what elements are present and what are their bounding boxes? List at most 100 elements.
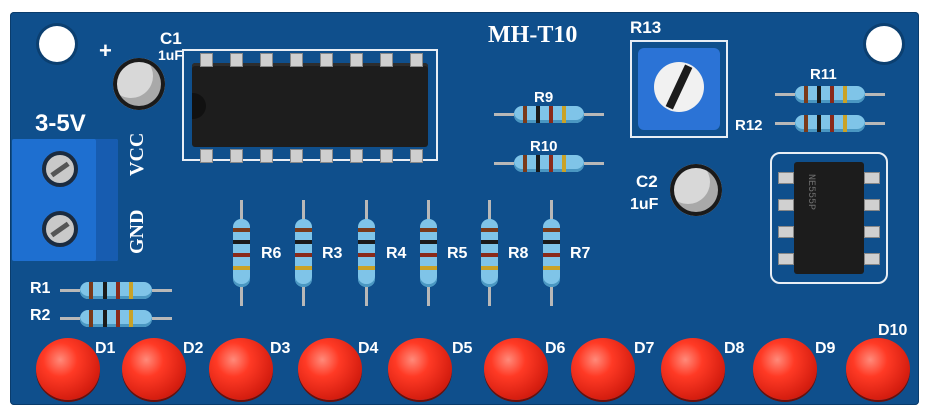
- resistor-band: [358, 265, 375, 270]
- led-6: [484, 338, 548, 400]
- resistor-body: [513, 155, 585, 172]
- resistor-band: [233, 265, 250, 270]
- ic1-pin: [350, 53, 363, 67]
- r6-label: R6: [261, 245, 282, 262]
- resistor-band: [549, 155, 553, 172]
- resistor-band: [543, 265, 560, 270]
- c1-value-label: 1uF: [158, 47, 183, 63]
- resistor-band: [102, 282, 107, 299]
- power-screw-terminal: [12, 139, 118, 261]
- led-5: [388, 338, 452, 400]
- led-8: [661, 338, 725, 400]
- mounting-hole-top-right: [866, 26, 902, 62]
- resistor-band: [233, 240, 250, 245]
- r11-label: R11: [810, 66, 837, 83]
- resistor-body: [513, 106, 585, 123]
- resistor-band: [843, 115, 848, 132]
- ic1-pin: [260, 149, 273, 163]
- ic2-pin: [778, 253, 794, 265]
- led-1: [36, 338, 100, 400]
- resistor-band: [816, 86, 821, 103]
- resistor-band: [420, 265, 437, 270]
- led-3: [209, 338, 273, 400]
- resistor-body: [80, 282, 152, 299]
- ic1-pin: [320, 53, 333, 67]
- led-label: D2: [183, 340, 204, 357]
- gnd-label: GND: [126, 209, 148, 254]
- ic2-pin: [778, 226, 794, 238]
- resistor-band: [420, 227, 437, 232]
- led-label: D6: [545, 340, 566, 357]
- led-4: [298, 338, 362, 400]
- ic2-body: [794, 162, 864, 274]
- c1-plus-label: +: [99, 38, 112, 63]
- ic1-pin: [380, 53, 393, 67]
- resistor-band: [358, 227, 375, 232]
- resistor-band: [543, 240, 560, 245]
- led-label: D10: [878, 322, 908, 339]
- c2-label: C2: [636, 172, 658, 191]
- resistor-band: [562, 106, 567, 123]
- resistor-band: [116, 310, 120, 327]
- resistor-band: [233, 227, 250, 232]
- ic2-pin: [864, 226, 880, 238]
- board-model-label: MH-T10: [488, 22, 578, 48]
- gnd-screw: [42, 211, 78, 247]
- resistor-band: [295, 253, 312, 257]
- resistor-band: [129, 282, 134, 299]
- resistor-band: [803, 86, 808, 103]
- ic1-pin: [410, 53, 423, 67]
- c2-value-label: 1uF: [630, 196, 659, 213]
- ic2-marking: NE555P: [805, 174, 816, 211]
- mounting-hole-top-left: [39, 26, 75, 62]
- ic2-silk-outline: [770, 152, 888, 284]
- ic1-silk-outline: [182, 49, 438, 161]
- ic2-8pin-timer-chip: NE555P: [770, 152, 888, 284]
- ic1-pin: [230, 149, 243, 163]
- power-voltage-label: 3-5V: [35, 110, 86, 137]
- ic1-pin: [350, 149, 363, 163]
- ic1-pin: [320, 149, 333, 163]
- ic1-16pin-chip: [182, 45, 438, 165]
- resistor-band: [481, 240, 498, 245]
- ic1-pin: [290, 149, 303, 163]
- resistor-band: [129, 310, 134, 327]
- resistor-band: [295, 227, 312, 232]
- resistor-band: [102, 310, 107, 327]
- resistor-band: [233, 253, 250, 257]
- ic2-pin: [778, 199, 794, 211]
- r4-label: R4: [386, 245, 407, 262]
- resistor-band: [89, 282, 94, 299]
- resistor-band: [295, 265, 312, 270]
- led-label: D8: [724, 340, 745, 357]
- led-label: D9: [815, 340, 836, 357]
- ic1-pin: [260, 53, 273, 67]
- ic1-pin: [200, 149, 213, 163]
- resistor-band: [358, 253, 375, 257]
- c1-capacitor: [113, 58, 165, 110]
- resistor-band: [830, 86, 834, 103]
- resistor-body: [233, 219, 250, 287]
- led-label: D1: [95, 340, 116, 357]
- resistor-band: [522, 155, 527, 172]
- led-label: D5: [452, 340, 473, 357]
- led-label: D4: [358, 340, 379, 357]
- r1-label: R1: [30, 280, 51, 297]
- r7-label: R7: [570, 245, 591, 262]
- vcc-screw: [42, 151, 78, 187]
- resistor-body: [794, 86, 866, 103]
- ic2-pin: [864, 172, 880, 184]
- resistor-band: [549, 106, 553, 123]
- r9-label: R9: [534, 89, 554, 106]
- resistor-body: [543, 219, 560, 287]
- r10-label: R10: [530, 138, 558, 155]
- ic1-body: [192, 63, 428, 147]
- resistor-body: [358, 219, 375, 287]
- r13-silk-outline: [630, 40, 728, 138]
- resistor-body: [420, 219, 437, 287]
- led-9: [753, 338, 817, 400]
- led-label: D3: [270, 340, 291, 357]
- resistor-band: [535, 106, 540, 123]
- resistor-band: [830, 115, 834, 132]
